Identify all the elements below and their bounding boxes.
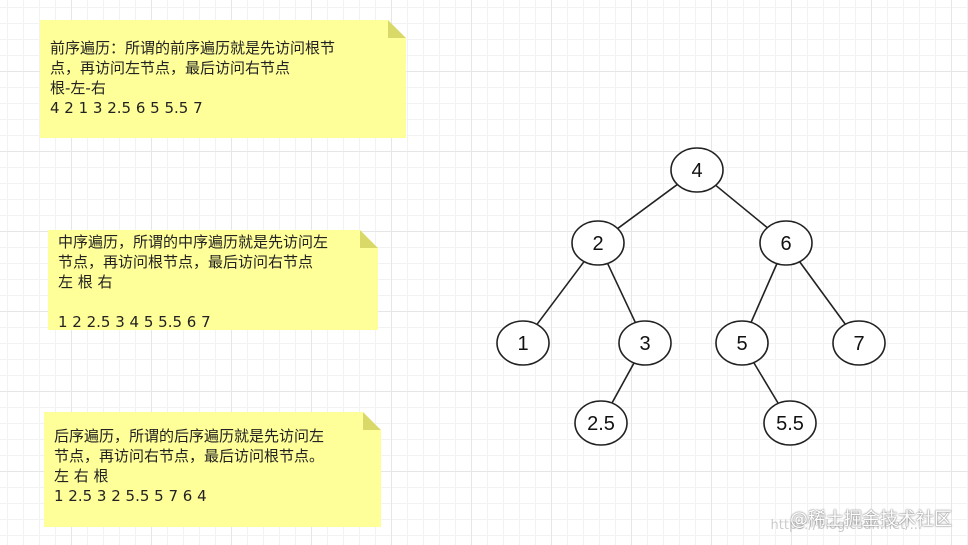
tree-node-n7: 7: [832, 320, 886, 366]
tree-node-label: 6: [780, 233, 791, 255]
watermark-url: https://blog.csdn.net/...: [770, 518, 922, 533]
tree-node-n55: 5.5: [763, 400, 817, 446]
note-postorder-line-3: 左 右 根: [54, 467, 109, 485]
tree-node-n6: 6: [759, 220, 813, 266]
tree-node-label: 4: [691, 160, 702, 182]
tree-edge-n2-n3: [606, 263, 637, 323]
tree-edge-n6-n5: [750, 263, 778, 323]
tree-node-n25: 2.5: [574, 400, 628, 446]
note-preorder-line-2: 点，再访问左节点，最后访问右节点: [50, 59, 291, 77]
tree-edges: [536, 183, 846, 404]
tree-node-circle: [832, 320, 886, 366]
note-inorder: 中序遍历，所谓的中序遍历就是先访问左 节点，再访问根节点，最后访问右节点 左 根…: [48, 230, 378, 330]
tree-edge-n5-n55: [753, 362, 779, 404]
tree-node-label: 5: [736, 333, 747, 355]
tree-node-n1: 1: [496, 320, 550, 366]
tree-edge-n4-n6: [715, 184, 768, 229]
tree-node-circle: [496, 320, 550, 366]
tree-edge-n2-n1: [536, 261, 585, 325]
tree-node-label: 2: [592, 233, 603, 255]
tree-node-circle: [618, 320, 672, 366]
note-postorder-line-4: 1 2.5 3 2 5.5 5 7 6 4: [54, 487, 207, 505]
tree-edge-n4-n2: [617, 183, 678, 230]
tree-node-label: 3: [639, 333, 650, 355]
tree-node-circle: [715, 320, 769, 366]
note-inorder-line-2: 节点，再访问根节点，最后访问右节点: [58, 253, 314, 271]
tree-node-label: 5.5: [776, 413, 804, 435]
note-preorder-line-3: 根-左-右: [50, 79, 106, 97]
tree-node-label: 2.5: [587, 413, 615, 435]
note-preorder-line-1: 前序遍历：所谓的前序遍历就是先访问根节: [50, 39, 336, 57]
tree-node-label: 1: [517, 333, 528, 355]
note-postorder-line-1: 后序遍历，所谓的后序遍历就是先访问左: [54, 427, 325, 445]
tree-node-n2: 2: [571, 220, 625, 266]
note-inorder-line-3: 左 根 右: [58, 273, 113, 291]
note-postorder-line-2: 节点，再访问右节点，最后访问根节点。: [54, 447, 325, 465]
tree-node-circle: [574, 400, 628, 446]
note-postorder: 后序遍历，所谓的后序遍历就是先访问左 节点，再访问右节点，最后访问根节点。 左 …: [44, 412, 381, 527]
tree-node-circle: [571, 220, 625, 266]
tree-node-circle: [670, 147, 724, 193]
tree-node-circle: [759, 220, 813, 266]
tree-node-circle: [763, 400, 817, 446]
tree-node-label: 7: [853, 333, 864, 355]
tree-nodes: 4 2 6 1 3 5 7 2.5 5.5: [496, 147, 886, 446]
note-inorder-line-1: 中序遍历，所谓的中序遍历就是先访问左: [58, 233, 329, 251]
tree-edge-n6-n7: [799, 261, 846, 325]
tree-edge-n3-n25: [611, 362, 635, 404]
note-preorder: 前序遍历：所谓的前序遍历就是先访问根节 点，再访问左节点，最后访问右节点 根-左…: [40, 20, 406, 138]
tree-node-n5: 5: [715, 320, 769, 366]
watermark-text: @稀土掘金技术社区: [790, 509, 952, 530]
tree-node-n4: 4: [670, 147, 724, 193]
note-preorder-line-4: 4 2 1 3 2.5 6 5 5.5 7: [50, 99, 203, 117]
tree-node-n3: 3: [618, 320, 672, 366]
note-inorder-line-5: 1 2 2.5 3 4 5 5.5 6 7: [58, 313, 211, 331]
